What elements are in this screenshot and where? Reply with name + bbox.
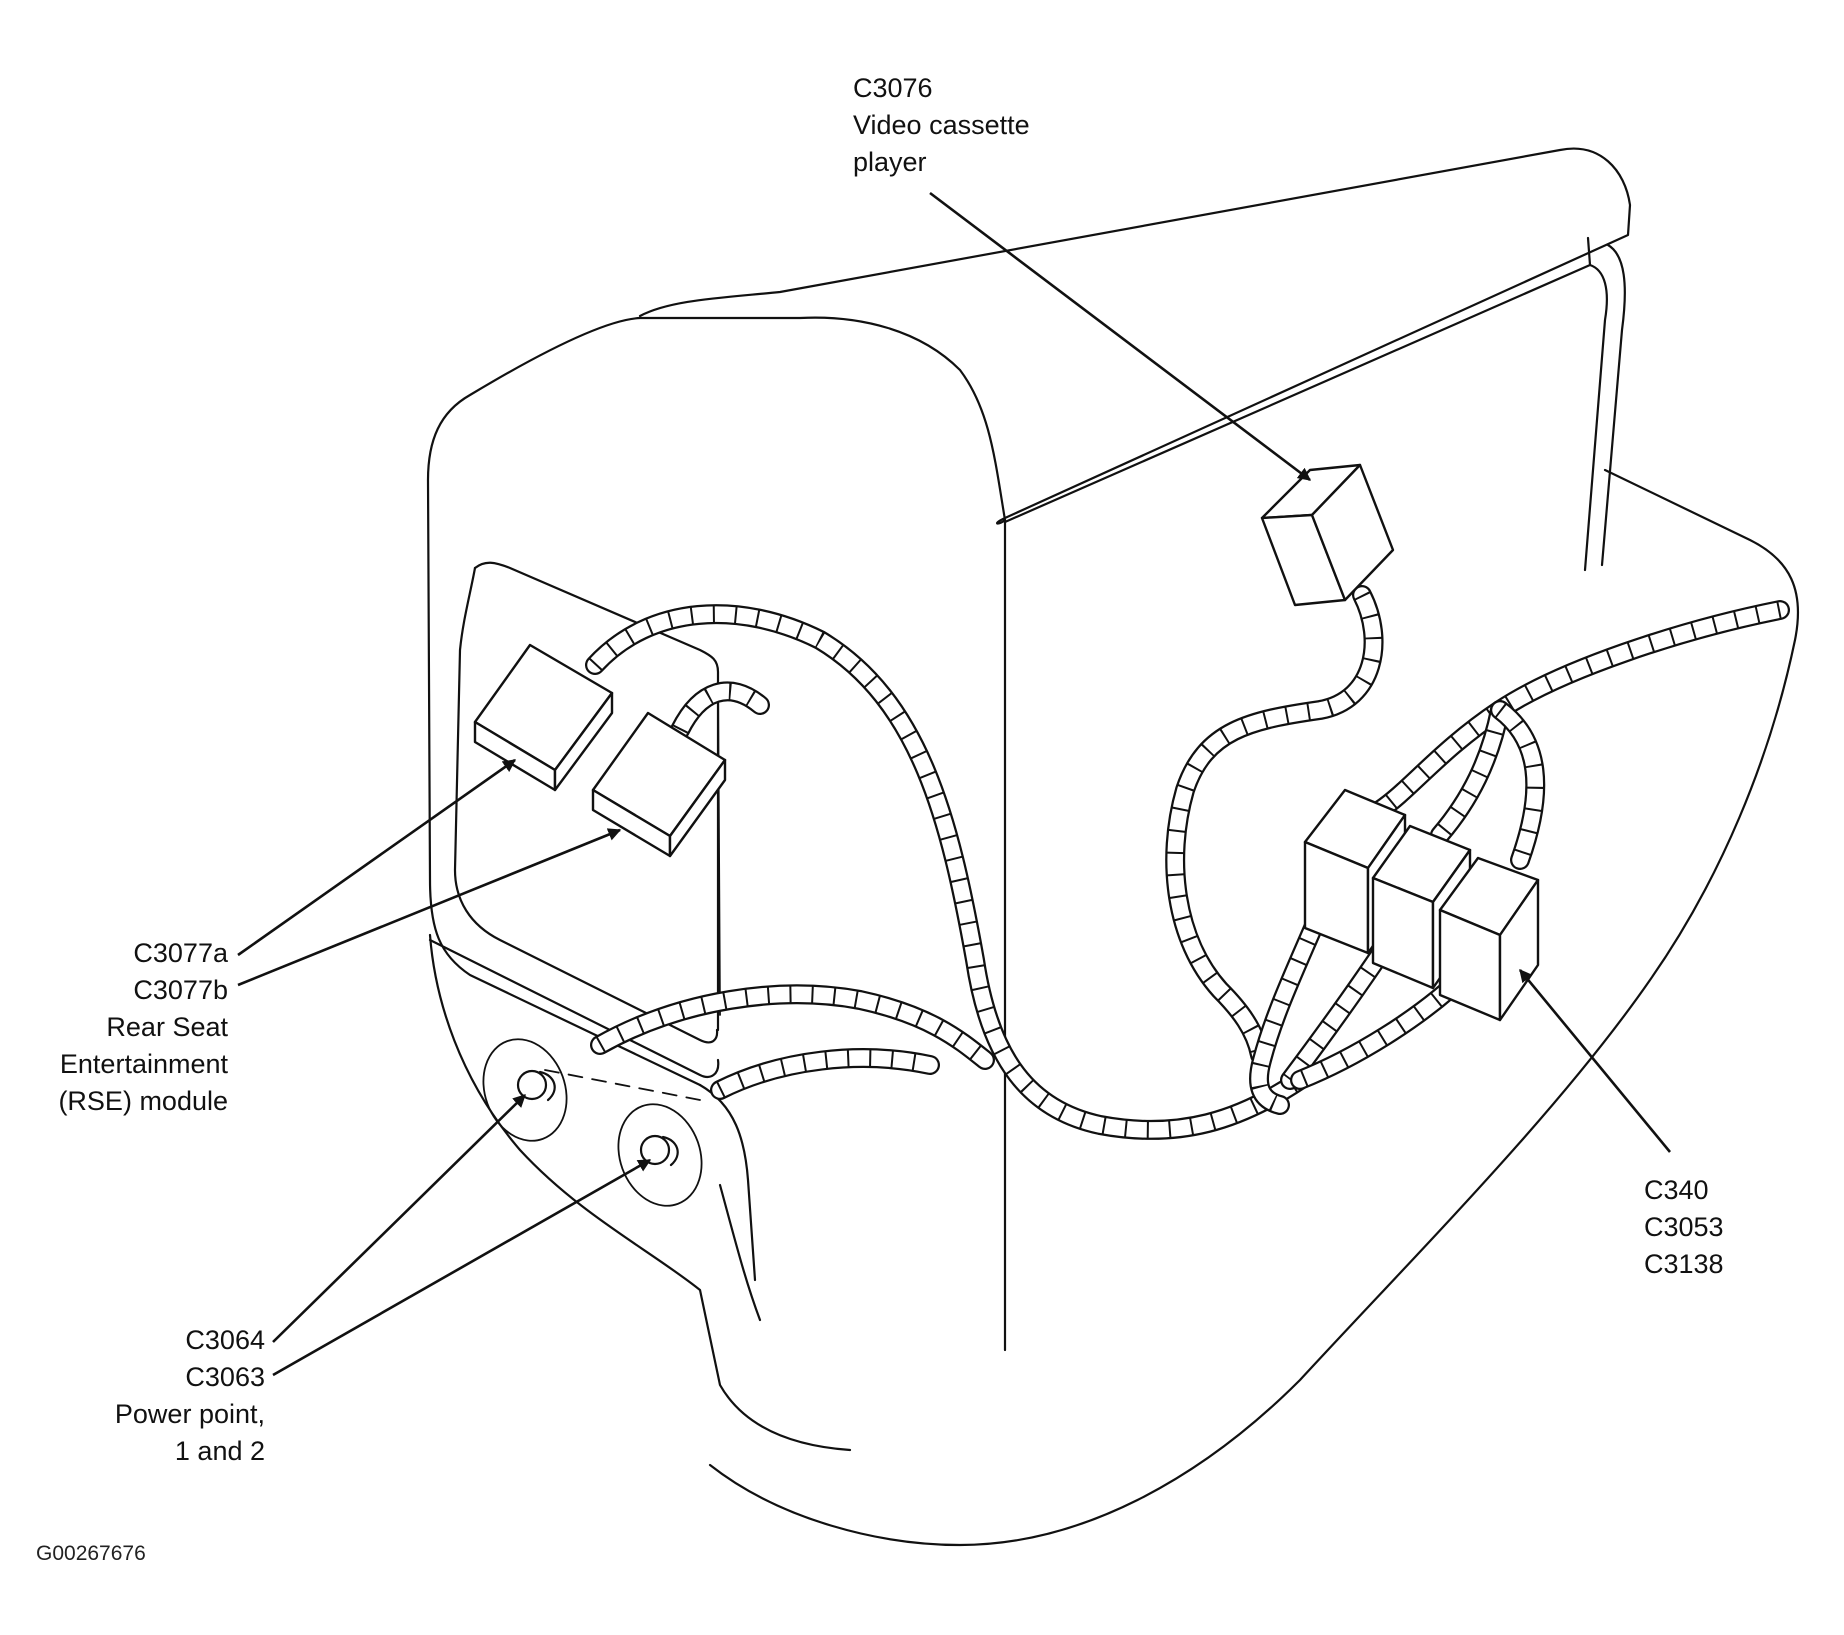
rse-recess-inner [717,671,721,1016]
rse-recess-panel [453,566,719,1044]
console-lid-rear [1583,263,1608,572]
console-front-upper [426,316,1007,1087]
console-lid-rear-2 [1600,243,1626,567]
label-line: C3053 [1644,1212,1724,1242]
leader-c340 [1518,968,1672,1153]
label-line: 1 and 2 [174,1436,265,1466]
label-video-cassette-player: C3076 Video cassette player [853,70,1030,181]
label-rse-module: C3077a C3077b Rear Seat Entertainment (R… [20,935,228,1120]
leader-vcp [929,191,1312,482]
label-line: player [853,147,927,177]
label-line: Video cassette [853,110,1030,140]
wiring-harness [585,585,1790,1140]
label-connectors-right: C340 C3053 C3138 [1644,1172,1724,1283]
label-line: C3077a [133,938,228,968]
console-front-lower-ridge [698,1083,757,1282]
console-side-panel [708,468,1800,1547]
console-base [428,933,852,1452]
label-line: Power point, [114,1399,265,1429]
label-line: C3077b [133,975,228,1005]
rse-recess-top [473,561,720,1032]
connector-c3138 [1438,856,1540,1022]
leader-rse-a [237,758,517,957]
console-lid-edge [1003,236,1592,524]
leader-pp-1 [272,1094,526,1343]
console-body [426,147,1800,1547]
figure-code: G00267676 [36,1542,146,1565]
console-base-front [718,1183,762,1322]
leader-rse-b [237,828,622,987]
rse-connector-a [473,643,614,792]
console-lid-outline [638,147,1632,525]
label-line: C3138 [1644,1249,1724,1279]
leader-lines [237,191,1672,1377]
label-line: C340 [1644,1175,1709,1205]
connector-c3053 [1371,824,1472,990]
label-line: Rear Seat [106,1012,228,1042]
power-point-2 [617,1103,703,1207]
label-line: C3076 [853,73,933,103]
label-line: C3064 [185,1325,265,1355]
console-front-divider [428,938,720,1078]
label-line: C3063 [185,1362,265,1392]
leader-pp-2 [272,1158,652,1377]
rse-connector-b [591,711,727,858]
label-power-point: C3064 C3063 Power point, 1 and 2 [60,1322,265,1470]
power-point-dash-line [544,1069,701,1101]
power-point-1 [482,1038,568,1142]
label-line: (RSE) module [58,1086,228,1116]
vcp-connector [1260,463,1395,607]
label-line: Entertainment [59,1049,228,1079]
